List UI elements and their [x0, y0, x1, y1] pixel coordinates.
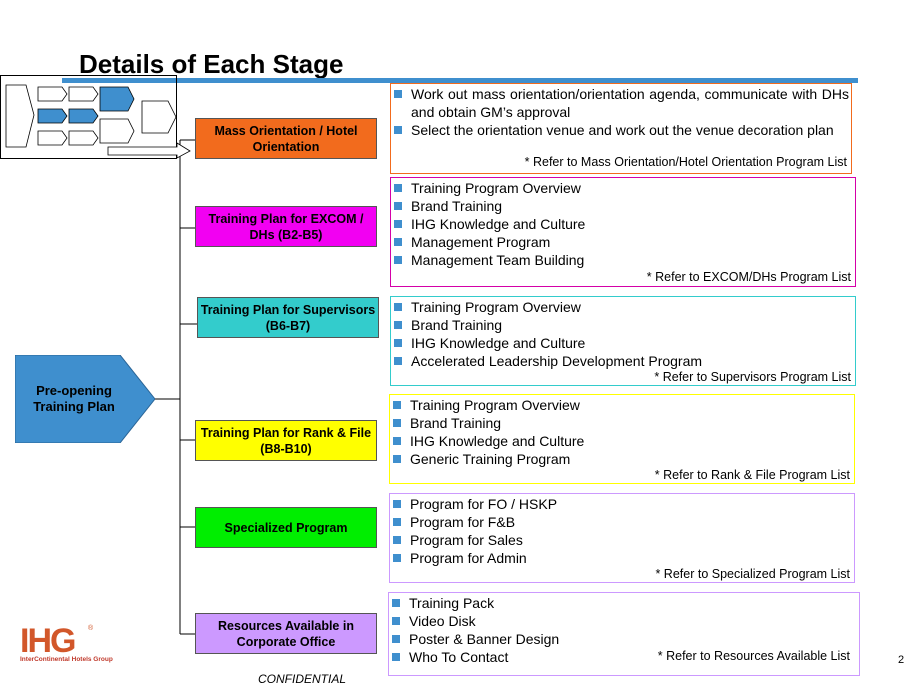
square-bullet-icon [393, 437, 401, 445]
refer-note: * Refer to Mass Orientation/Hotel Orient… [524, 155, 847, 169]
refer-note: * Refer to EXCOM/DHs Program List [646, 270, 851, 284]
list-item: Who To Contact [389, 648, 559, 666]
list-item: Brand Training [391, 197, 585, 215]
detail-panel-rank-file: Training Program Overview Brand Training… [389, 394, 855, 484]
list-item: Program for FO / HSKP [390, 495, 557, 513]
list-item: Management Program [391, 233, 585, 251]
list-item: Select the orientation venue and work ou… [391, 121, 849, 139]
refer-note: * Refer to Specialized Program List [655, 567, 850, 581]
list-item: Training Program Overview [391, 298, 702, 316]
square-bullet-icon [393, 455, 401, 463]
square-bullet-icon [392, 635, 400, 643]
process-map-thumbnail [0, 75, 177, 159]
square-bullet-icon [394, 126, 402, 134]
refer-note: * Refer to Rank & File Program List [654, 468, 850, 482]
list-item: Video Disk [389, 612, 559, 630]
list-item: Poster & Banner Design [389, 630, 559, 648]
square-bullet-icon [394, 238, 402, 246]
list-item: Training Program Overview [390, 396, 584, 414]
square-bullet-icon [392, 599, 400, 607]
page-title: Details of Each Stage [79, 49, 344, 79]
logo-caption: InterContinental Hotels Group [20, 656, 113, 663]
detail-panel-resources: Training Pack Video Disk Poster & Banner… [388, 592, 860, 676]
square-bullet-icon [394, 184, 402, 192]
square-bullet-icon [394, 220, 402, 228]
list-item: Program for Admin [390, 549, 557, 567]
detail-panel-supervisors: Training Program Overview Brand Training… [390, 296, 856, 386]
root-node-shape [15, 355, 155, 443]
list-item: IHG Knowledge and Culture [390, 432, 584, 450]
square-bullet-icon [393, 419, 401, 427]
square-bullet-icon [393, 554, 401, 562]
registered-mark: ® [88, 624, 94, 632]
list-item: Work out mass orientation/orientation ag… [391, 85, 849, 121]
stage-box-specialized: Specialized Program [195, 507, 377, 548]
list-item: Generic Training Program [390, 450, 584, 468]
logo-wordmark: IHG [20, 622, 75, 660]
list-item: Brand Training [390, 414, 584, 432]
square-bullet-icon [392, 653, 400, 661]
square-bullet-icon [394, 90, 402, 98]
confidential-label: CONFIDENTIAL [258, 672, 347, 686]
list-item: Program for F&B [390, 513, 557, 531]
square-bullet-icon [394, 357, 402, 365]
list-item: Training Program Overview [391, 179, 585, 197]
page-number: 2 [898, 654, 905, 666]
square-bullet-icon [393, 500, 401, 508]
list-item: Brand Training [391, 316, 702, 334]
square-bullet-icon [393, 401, 401, 409]
list-item: IHG Knowledge and Culture [391, 334, 702, 352]
square-bullet-icon [394, 303, 402, 311]
detail-panel-mass-orientation: Work out mass orientation/orientation ag… [390, 83, 852, 174]
list-item: IHG Knowledge and Culture [391, 215, 585, 233]
stage-box-excom: Training Plan for EXCOM / DHs (B2-B5) [195, 206, 377, 247]
title-underline-bar [62, 78, 858, 83]
square-bullet-icon [394, 339, 402, 347]
ihg-logo: IHG ® [20, 622, 94, 660]
list-item: Management Team Building [391, 251, 585, 269]
detail-panel-excom: Training Program Overview Brand Training… [390, 177, 856, 287]
square-bullet-icon [394, 256, 402, 264]
square-bullet-icon [394, 202, 402, 210]
list-item: Program for Sales [390, 531, 557, 549]
square-bullet-icon [394, 321, 402, 329]
list-item: Accelerated Leadership Development Progr… [391, 352, 702, 370]
stage-box-mass-orientation: Mass Orientation / Hotel Orientation [195, 118, 377, 159]
detail-panel-specialized: Program for FO / HSKP Program for F&B Pr… [389, 493, 855, 583]
refer-note: * Refer to Resources Available List [657, 649, 850, 663]
stage-box-rank-file: Training Plan for Rank & File (B8-B10) [195, 420, 377, 461]
stage-box-resources: Resources Available in Corporate Office [195, 613, 377, 654]
list-item: Training Pack [389, 594, 559, 612]
square-bullet-icon [392, 617, 400, 625]
root-node-label: Pre-opening Training Plan [33, 383, 115, 414]
stage-box-supervisors: Training Plan for Supervisors (B6-B7) [197, 297, 379, 338]
square-bullet-icon [393, 536, 401, 544]
square-bullet-icon [393, 518, 401, 526]
refer-note: * Refer to Supervisors Program List [654, 370, 851, 384]
